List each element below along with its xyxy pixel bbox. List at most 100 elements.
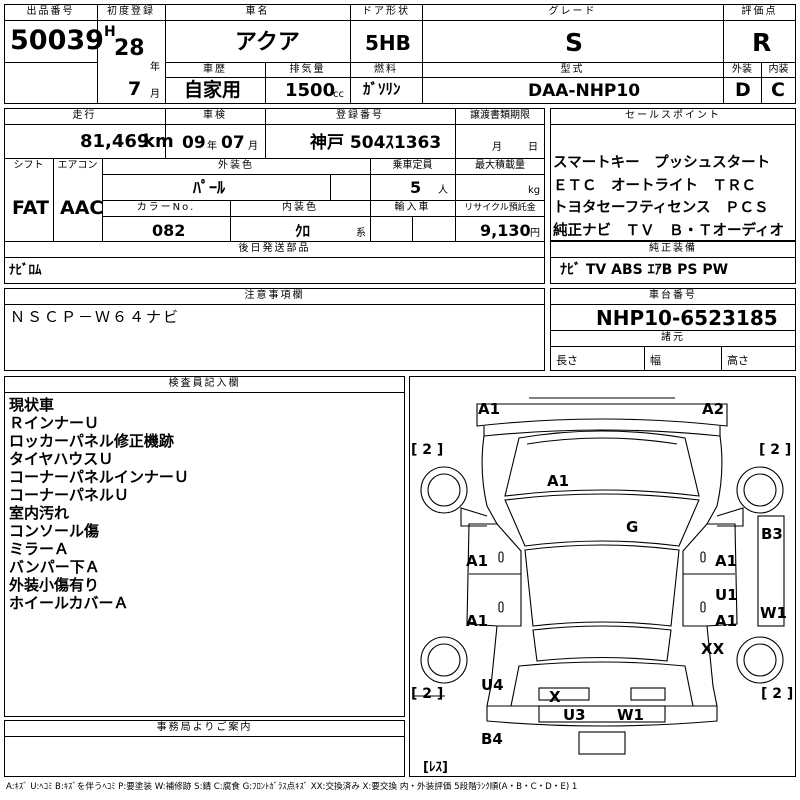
door-type: 5HB (365, 31, 411, 55)
sales-line: 純正ナビ ＴＶ Ｂ・Ｔオーディオ (553, 222, 784, 239)
office-label: 事務局よりご案内 (156, 722, 253, 733)
transfer-day-unit: 日 (528, 142, 538, 153)
inspector-label: 検査員記入欄 (168, 378, 241, 389)
shift: FAT (12, 197, 49, 219)
plate-number: 神戸 504ｽ1363 (310, 133, 442, 153)
chassis-number: NHP10-6523185 (596, 306, 778, 330)
first-reg-year: 28 (114, 36, 145, 61)
inspector-notes: 現状車 ＲインナーＵ ロッカーパネル修正機跡 タイヤハウスＵ コーナーパネルイン… (9, 396, 189, 612)
note-item: コンソール傷 (9, 522, 100, 540)
car-name: アクア (235, 30, 300, 55)
sales-line: ＥＴＣ オートライト ＴＲＣ (553, 177, 756, 194)
note-item: ミラーＡ (9, 540, 70, 558)
note-item: コーナーパネルＵ (9, 486, 129, 504)
history-label: 車歴 (203, 64, 227, 75)
interior-color-label: 内装色 (282, 202, 318, 213)
legend-text: A:ｷｽﾞ U:ﾍｺﾐ B:ｷｽﾞを伴うﾍｺﾐ P:要塗装 W:補修跡 S:錆 … (6, 782, 578, 792)
fuel: ｶﾞｿﾘﾝ (363, 80, 401, 98)
tire-label: [ 2 ] (411, 686, 443, 702)
load-label: 最大積載量 (475, 160, 525, 171)
damage-mark: B4 (481, 730, 503, 748)
spare-label: [ﾚｽ] (423, 760, 448, 775)
dims-label: 諸元 (661, 332, 685, 343)
mileage: 81,469 (80, 131, 150, 152)
note-item: バンパー下Ａ (9, 558, 100, 576)
damage-mark: B3 (761, 525, 783, 543)
inspection-year-unit: 年 (207, 141, 217, 152)
damage-mark: U4 (481, 676, 504, 694)
damage-mark: A1 (715, 552, 737, 570)
lot-label: 出品番号 (26, 6, 75, 17)
era: H (104, 24, 116, 40)
note-item: 室内汚れ (9, 504, 70, 522)
damage-mark: U1 (715, 586, 738, 604)
office-box (4, 720, 405, 777)
mileage-label: 走行 (72, 110, 97, 121)
sales-points: スマートキー プッシュスタート ＥＴＣ オートライト ＴＲＣ トヨタセーフティセ… (553, 152, 784, 242)
first-reg-month: 7 (128, 78, 142, 100)
interior-color: ｸﾛ (295, 222, 311, 240)
damage-diagram-box (409, 376, 796, 777)
exterior-color-label: 外装色 (218, 160, 254, 171)
note-item: コーナーパネルインナーＵ (9, 468, 189, 486)
inspection-month-unit: 月 (248, 141, 258, 152)
note-item: 外装小傷有り (9, 576, 100, 594)
import-label: 輸入車 (394, 202, 431, 213)
damage-mark: A2 (702, 400, 724, 418)
grade-label: グレード (548, 6, 597, 17)
interior-color-unit: 系 (356, 228, 366, 239)
ac-label: エアコン (57, 160, 98, 171)
year-unit: 年 (150, 62, 160, 73)
tire-label: [ 2 ] (759, 442, 791, 458)
later-parts: ﾅﾋﾞﾛﾑ (9, 263, 42, 278)
sales-points-box (550, 108, 796, 241)
damage-mark: G (626, 518, 638, 536)
door-label: ドア形状 (362, 6, 410, 17)
length-label: 長さ (556, 354, 578, 367)
equipment-box (550, 241, 796, 284)
shift-label: シフト (13, 160, 44, 171)
damage-mark: X (549, 688, 561, 706)
damage-mark: A1 (547, 472, 569, 490)
recycle-unit: 円 (530, 228, 540, 239)
color-no: 082 (152, 221, 186, 240)
capacity-label: 乗車定員 (392, 160, 433, 171)
vehicle-info-grid (4, 108, 545, 284)
tire-label: [ 2 ] (411, 442, 443, 458)
car-damage-diagram: A1 A2 A1 G B3 A1 A1 U1 A1 A1 W1 XX U4 X … (411, 397, 793, 775)
damage-mark: A1 (478, 400, 500, 418)
note-item: ホイールカバーＡ (9, 594, 129, 612)
model-label: 型式 (560, 64, 585, 75)
later-parts-label: 後日発送部品 (238, 243, 311, 254)
note-item: タイヤハウスＵ (9, 450, 114, 468)
damage-mark: W1 (617, 706, 644, 724)
inspector-box (4, 376, 405, 717)
recycle-label: リサイクル預託金 (464, 203, 536, 213)
displacement-label: 排気量 (289, 64, 326, 75)
capacity: 5 (410, 178, 422, 197)
history: 自家用 (184, 79, 242, 101)
chassis-box (550, 288, 796, 371)
plate-label: 登録番号 (336, 110, 384, 121)
ac: AAC (60, 197, 104, 219)
exterior-color: ﾊﾟｰﾙ (193, 178, 226, 197)
score-label: 評価点 (741, 6, 778, 17)
recycle: 9,130 (480, 221, 531, 240)
note-item: ＲインナーＵ (9, 414, 100, 432)
fuel-label: 燃料 (374, 64, 398, 75)
score: R (752, 28, 772, 57)
transfer-label: 譲渡書類期限 (470, 110, 530, 121)
capacity-unit: 人 (438, 185, 448, 196)
load-unit: kg (528, 185, 541, 196)
sales-line: スマートキー プッシュスタート (553, 155, 771, 171)
damage-mark: XX (701, 640, 725, 658)
sales-label: セールスポイント (625, 110, 721, 121)
inspection-label: 車検 (203, 110, 227, 121)
first-reg-label: 初度登録 (107, 6, 155, 17)
damage-mark: A1 (466, 552, 488, 570)
width-label: 幅 (650, 354, 661, 367)
tire-label: [ 2 ] (761, 686, 793, 702)
caution-label: 注意事項欄 (244, 290, 305, 301)
car-name-label: 車名 (245, 6, 270, 17)
note-item: 現状車 (9, 396, 55, 414)
